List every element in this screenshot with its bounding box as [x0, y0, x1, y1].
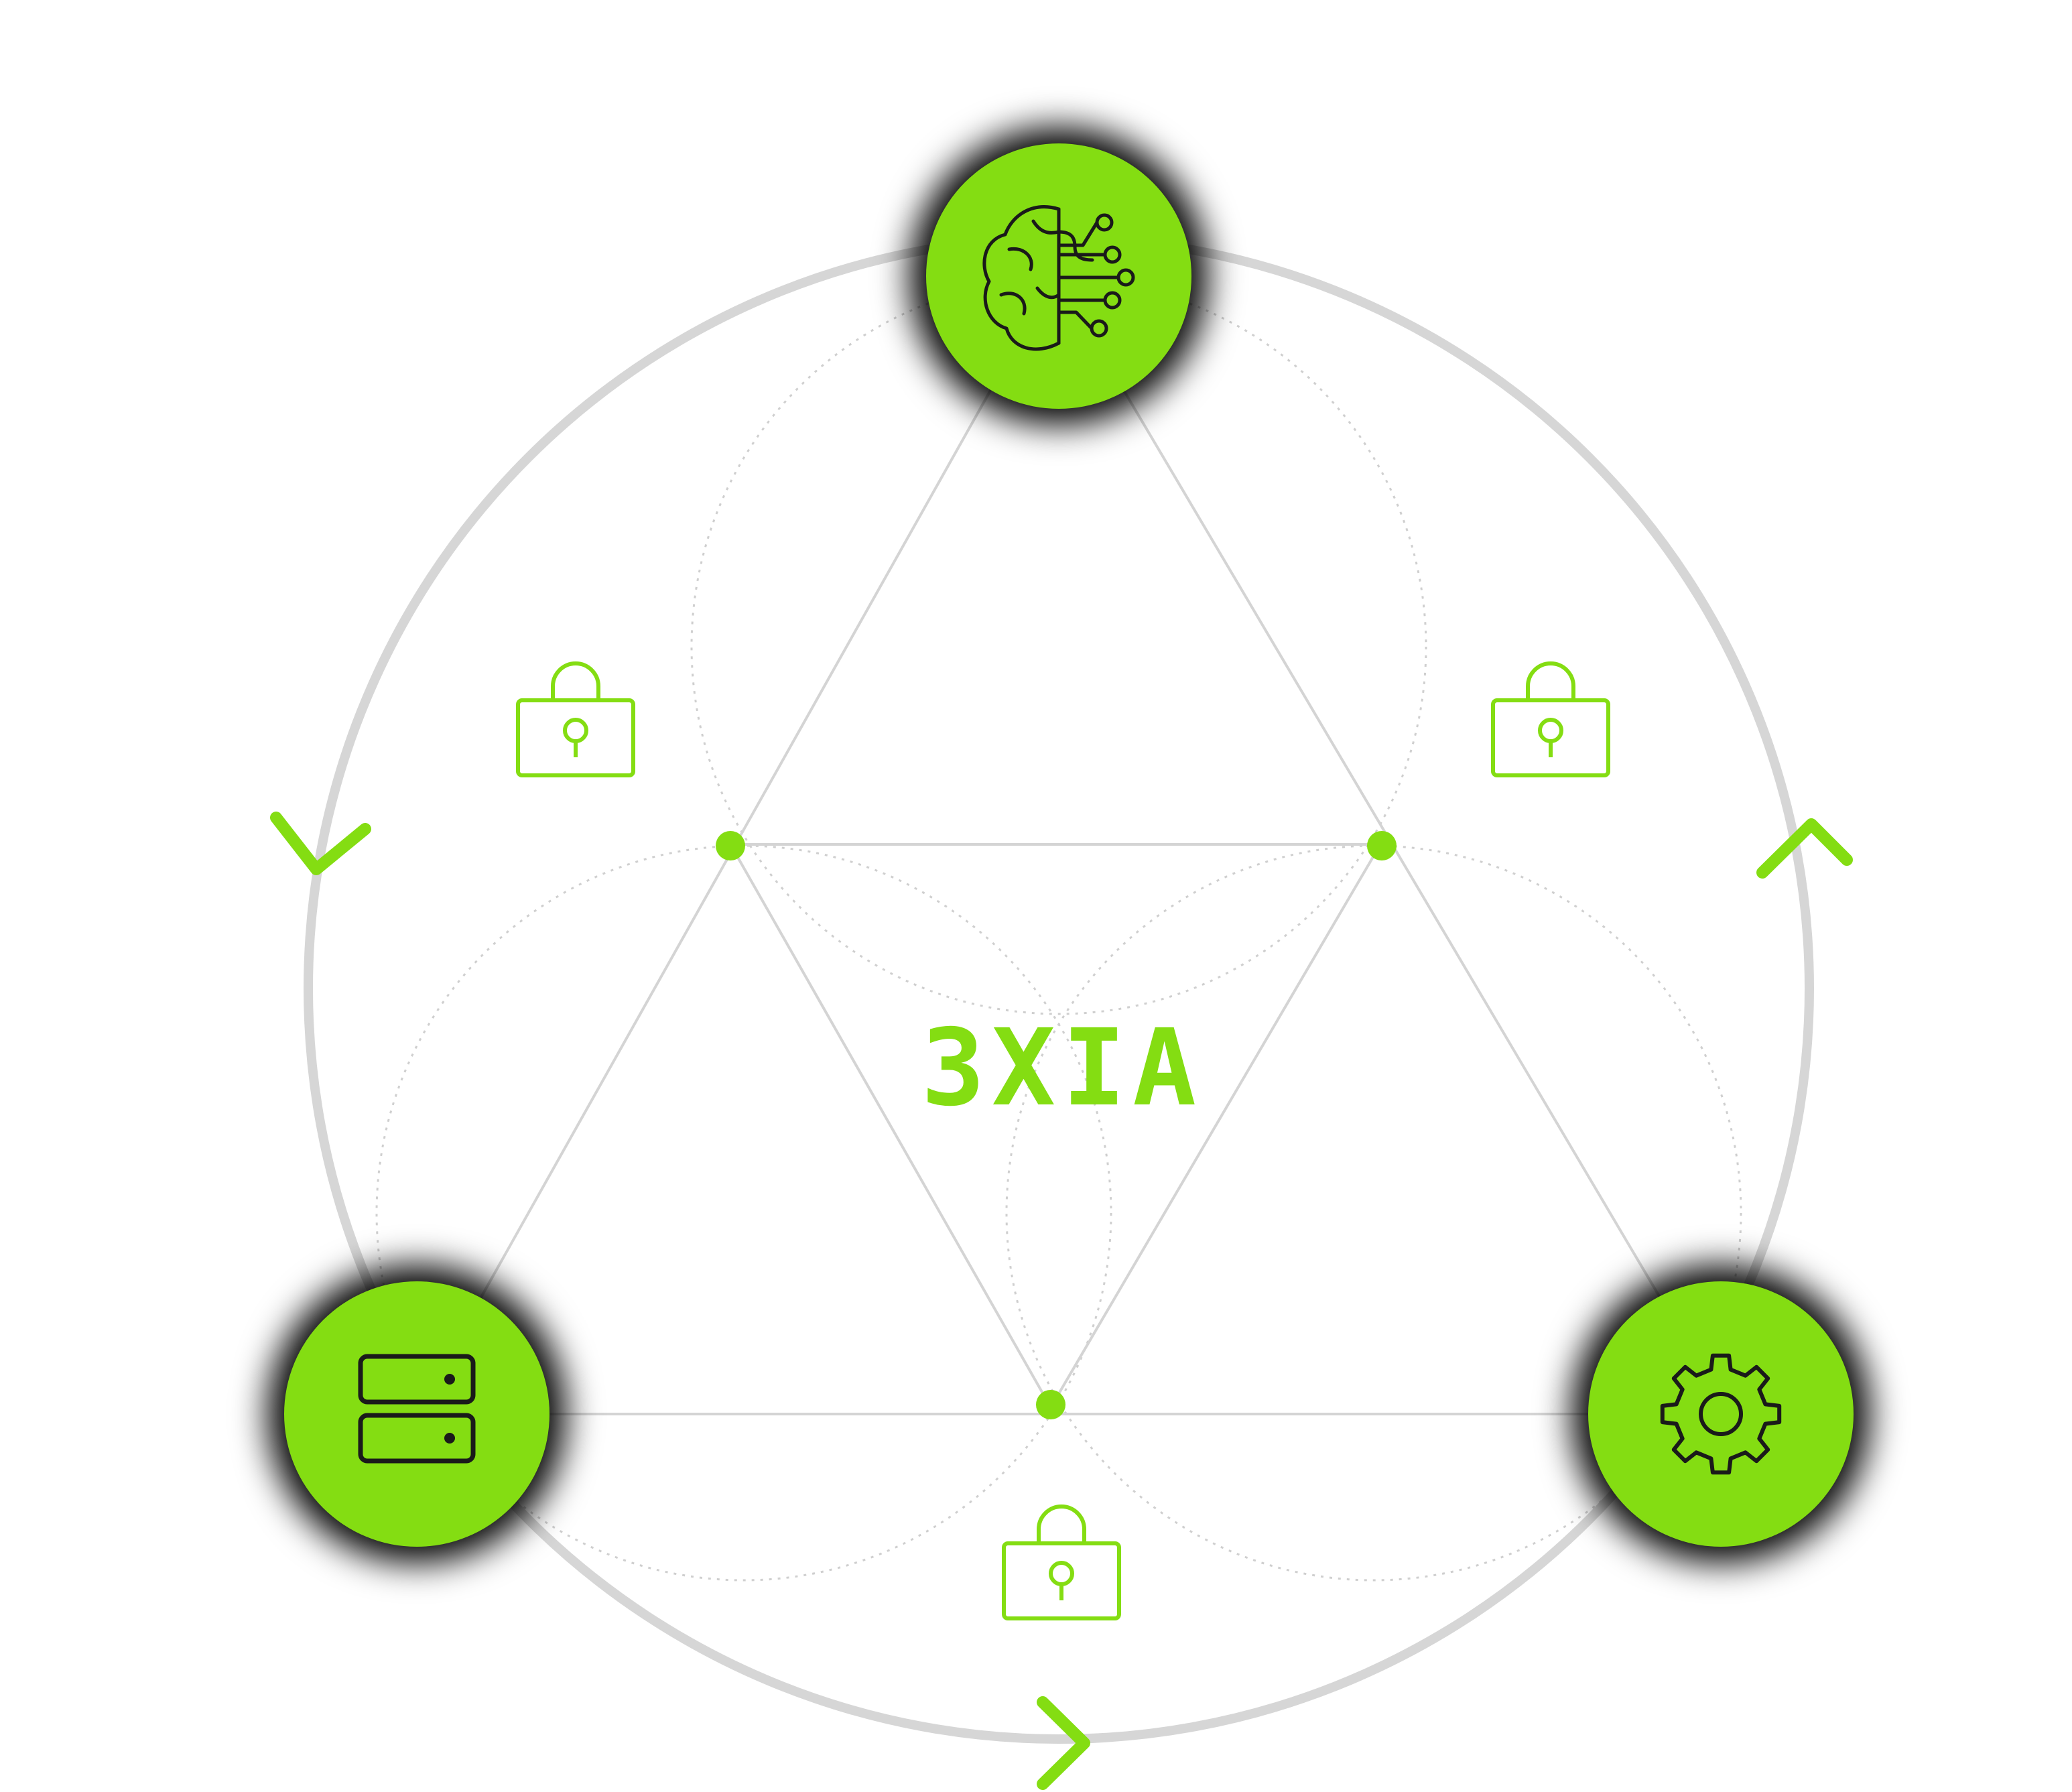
dot-left — [716, 831, 745, 860]
chevron-icon — [1756, 818, 1853, 879]
dotted-guide-circles — [375, 278, 1742, 1582]
dotted-circle-right — [1005, 844, 1742, 1582]
node-bottom-right[interactable] — [1572, 1265, 1870, 1563]
lock-icon — [516, 661, 635, 777]
direction-arrows — [270, 812, 1853, 1790]
server-icon — [358, 1354, 476, 1464]
server-led-icon — [444, 1374, 455, 1385]
node-bottom-left[interactable] — [268, 1265, 566, 1563]
dotted-circle-left — [375, 844, 1112, 1582]
lock-icon — [1491, 661, 1610, 777]
chevron-icon — [270, 812, 371, 875]
chevron-icon — [1037, 1696, 1090, 1790]
intersection-dots — [716, 831, 1397, 1419]
node-disc — [1588, 1281, 1854, 1547]
dot-bottom — [1036, 1390, 1065, 1419]
server-led-icon — [444, 1433, 455, 1444]
dotted-circle-top — [690, 278, 1427, 1015]
outer-cycle-ring — [304, 233, 1814, 1744]
brain-circuit-icon — [982, 205, 1135, 351]
inner-triangle — [728, 843, 1383, 1410]
gear-icon — [1660, 1353, 1782, 1475]
lock-icons — [516, 661, 1610, 1620]
lock-icon — [1002, 1505, 1121, 1620]
dot-right — [1367, 831, 1397, 860]
node-top[interactable] — [910, 127, 1208, 425]
triangle-guides — [413, 271, 1732, 1415]
center-label: 3XIA — [921, 1007, 1204, 1130]
